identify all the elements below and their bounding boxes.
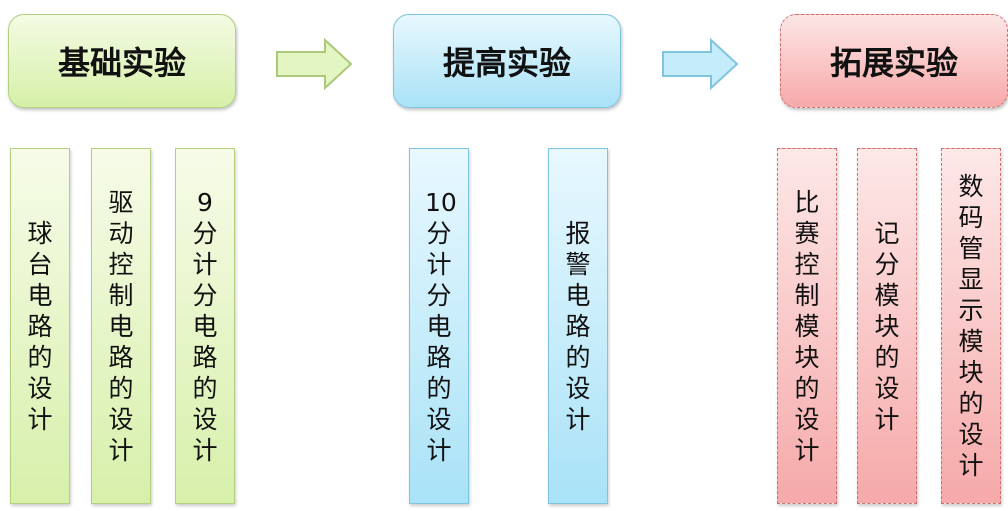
item-label: 比赛控制模块的设计: [794, 187, 820, 465]
item-label: 记分模块的设计: [874, 218, 900, 434]
stage-title: 提高实验: [442, 44, 571, 82]
experiment-item: 驱动控制电路的设计: [91, 148, 151, 504]
experiment-item: 10分计分电路的设计: [409, 148, 469, 504]
experiment-item: 球台电路的设计: [10, 148, 70, 504]
stage-advanced-header: 提高实验: [393, 14, 621, 108]
item-label: 数码管显示模块的设计: [958, 172, 984, 480]
experiment-item: 报警电路的设计: [548, 148, 608, 504]
experiment-item: 数码管显示模块的设计: [941, 148, 1001, 504]
stage-title: 基础实验: [57, 44, 186, 82]
experiment-item: 比赛控制模块的设计: [777, 148, 837, 504]
item-label: 9分计分电路的设计: [192, 187, 218, 465]
stage-extended-header: 拓展实验: [780, 14, 1008, 108]
item-label: 驱动控制电路的设计: [108, 187, 134, 465]
experiment-item: 记分模块的设计: [857, 148, 917, 504]
arrow-right-icon: [276, 38, 353, 90]
arrow-right-icon: [662, 38, 739, 90]
item-label: 报警电路的设计: [565, 218, 591, 434]
stage-basic-header: 基础实验: [8, 14, 236, 108]
item-label: 球台电路的设计: [27, 218, 53, 434]
experiment-item: 9分计分电路的设计: [175, 148, 235, 504]
item-label: 10分计分电路的设计: [425, 187, 457, 465]
stage-title: 拓展实验: [829, 44, 958, 82]
